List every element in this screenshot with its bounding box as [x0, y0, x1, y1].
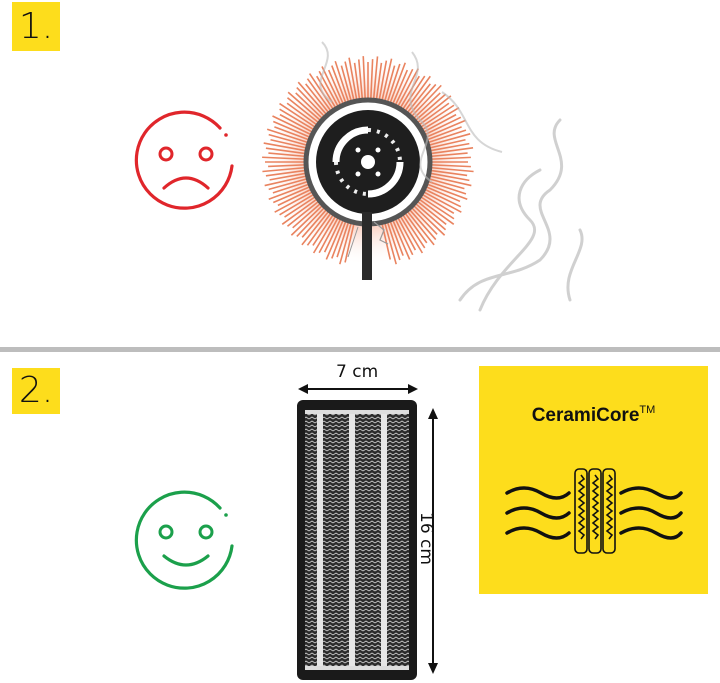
width-arrow-icon — [298, 384, 418, 394]
sad-face-icon — [128, 108, 240, 220]
section-1-badge: 1. — [12, 2, 60, 51]
section-2-number: 2. — [18, 370, 54, 411]
section-divider — [0, 347, 720, 352]
ceramic-heating-panel-image — [297, 400, 417, 680]
happy-face-icon — [128, 488, 240, 598]
ceramic-core-airflow-icon — [499, 461, 689, 561]
ceramicore-name: CeramiCore — [531, 405, 640, 426]
spiral-heating-element-image — [262, 32, 602, 302]
section-1-number: 1. — [18, 5, 54, 47]
ceramicore-title: CeramiCoreTM — [479, 404, 708, 427]
trademark-symbol: TM — [639, 404, 656, 416]
smoke-image — [440, 110, 600, 330]
height-arrow-icon — [428, 408, 438, 674]
width-label: 7 cm — [336, 362, 379, 382]
section-2-badge: 2. — [12, 368, 60, 414]
height-label: 16 cm — [416, 512, 436, 565]
ceramicore-brand-box: CeramiCoreTM — [479, 366, 708, 594]
